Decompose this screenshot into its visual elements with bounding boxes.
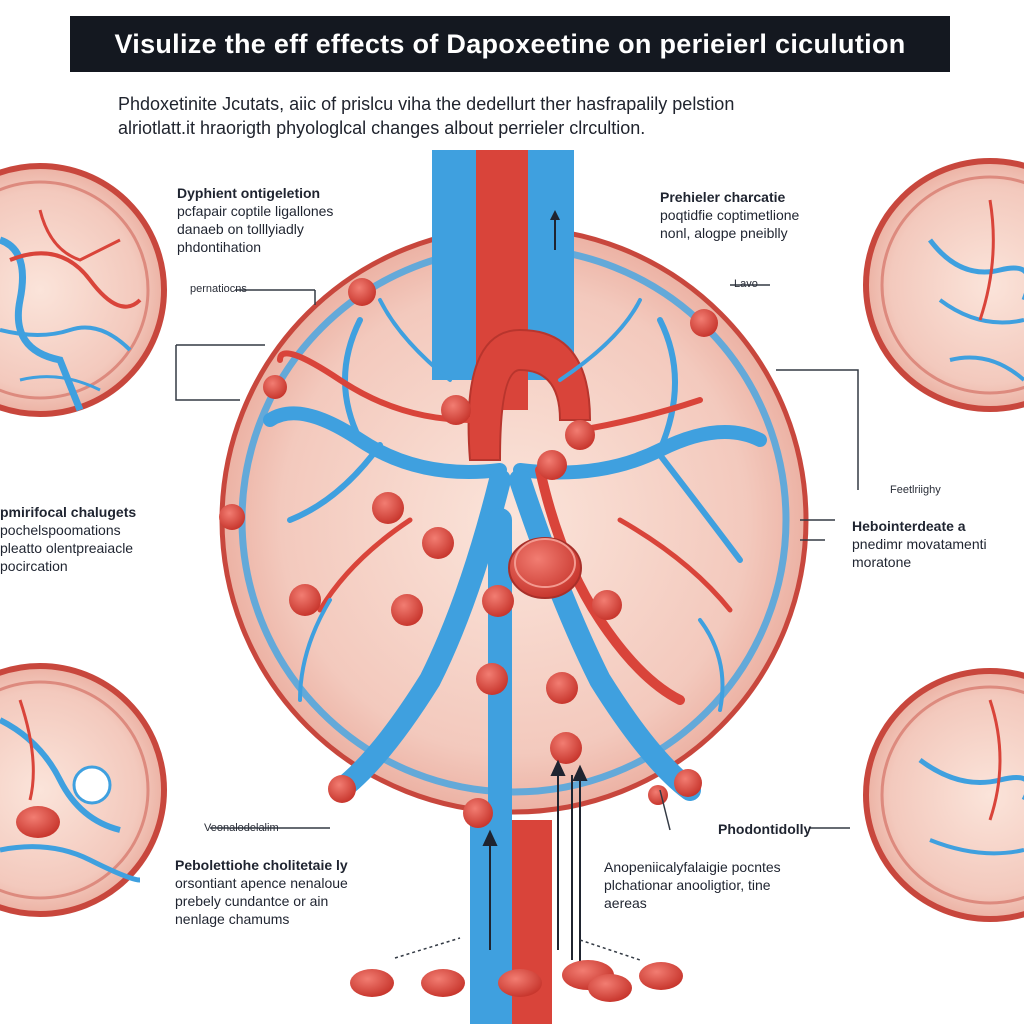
central-dapoxetine-tablet (508, 537, 582, 599)
tissue-vignette-bottom-left (0, 663, 167, 917)
label-bottom-left-heading: Pebolettiohe cholitetaie ly (175, 857, 348, 873)
label-bottom-left-line3: nenlage chamums (175, 911, 290, 927)
intro-line-1: Phdoxetinite Jcutats, aiic of prislcu vi… (118, 94, 735, 114)
label-top-right: Prehieler charcatie poqtidfie coptimetli… (660, 188, 799, 242)
label-mid-right-heading: Hebointerdeate a (852, 518, 966, 534)
label-mid-left-line2: pleatto olentpreaiacle (0, 540, 134, 556)
intro-line-2: alriotlatt.it hraorigth phyologlcal chan… (118, 118, 646, 138)
callout-pernatiocns: pernatiocns (190, 283, 247, 295)
flow-arrows (482, 759, 588, 965)
label-bottom-right-line2: plchationar anooligtior, tine (604, 877, 771, 893)
label-bottom-right: Anopeniicalyfalaigie pocntes plchationar… (604, 858, 781, 912)
aortic-arch (467, 328, 592, 461)
label-top-left: Dyphient ontigeletion pcfapair coptile l… (177, 184, 333, 256)
label-top-left-line1: pcfapair coptile ligallones (177, 203, 334, 219)
label-mid-left: pmirifocal chalugets pochelspoomations p… (0, 503, 136, 575)
label-top-right-heading: Prehieler charcatie (660, 189, 786, 205)
callout-lavo: Lavo (734, 278, 758, 290)
callout-veonalodelalim: Veonalodelalim (204, 822, 279, 834)
label-mid-left-line3: pocircation (0, 558, 68, 574)
label-top-right-line2: nonl, alogpe pneiblly (660, 225, 788, 241)
leader-lines (175, 284, 859, 961)
label-bottom-right-line3: aereas (604, 895, 647, 911)
red-blood-cells (219, 278, 718, 828)
label-mid-left-heading: pmirifocal chalugets (0, 504, 137, 520)
tablet-row (350, 960, 683, 1002)
label-bottom-left-line1: orsontiant apence nenaloue (175, 875, 348, 891)
callout-phodontidolly: Phodontidolly (718, 821, 812, 837)
title-banner: Visulize the eff effects of Dapoxeetine … (70, 16, 950, 72)
label-top-left-heading: Dyphient ontigeletion (177, 185, 321, 201)
label-mid-right-line1: pnedimr movatamenti (852, 536, 987, 552)
page-title: Visulize the eff effects of Dapoxeetine … (114, 28, 906, 59)
callout-feetlriighy: Feetlriighy (890, 484, 941, 496)
label-bottom-left-line2: prebely cundantce or ain (175, 893, 329, 909)
label-bottom-right-line1: Anopeniicalyfalaigie pocntes (604, 859, 781, 875)
intro-text: Phdoxetinite Jcutats, aiic of prislcu vi… (118, 92, 908, 140)
tissue-vignette-top-left (0, 163, 167, 417)
label-top-right-line1: poqtidfie coptimetlione (660, 207, 800, 223)
label-mid-right-line2: moratone (852, 554, 912, 570)
label-top-left-line2: danaeb on tolllyiadly (177, 221, 304, 237)
label-mid-right: Hebointerdeate a pnedimr movatamenti mor… (852, 517, 987, 571)
tissue-vignette-bottom-right (863, 668, 1024, 922)
label-top-left-line3: phdontihation (177, 239, 262, 255)
label-mid-left-line1: pochelspoomations (0, 522, 121, 538)
label-bottom-left: Pebolettiohe cholitetaie ly orsontiant a… (175, 856, 348, 928)
tissue-vignette-top-right (863, 158, 1024, 412)
